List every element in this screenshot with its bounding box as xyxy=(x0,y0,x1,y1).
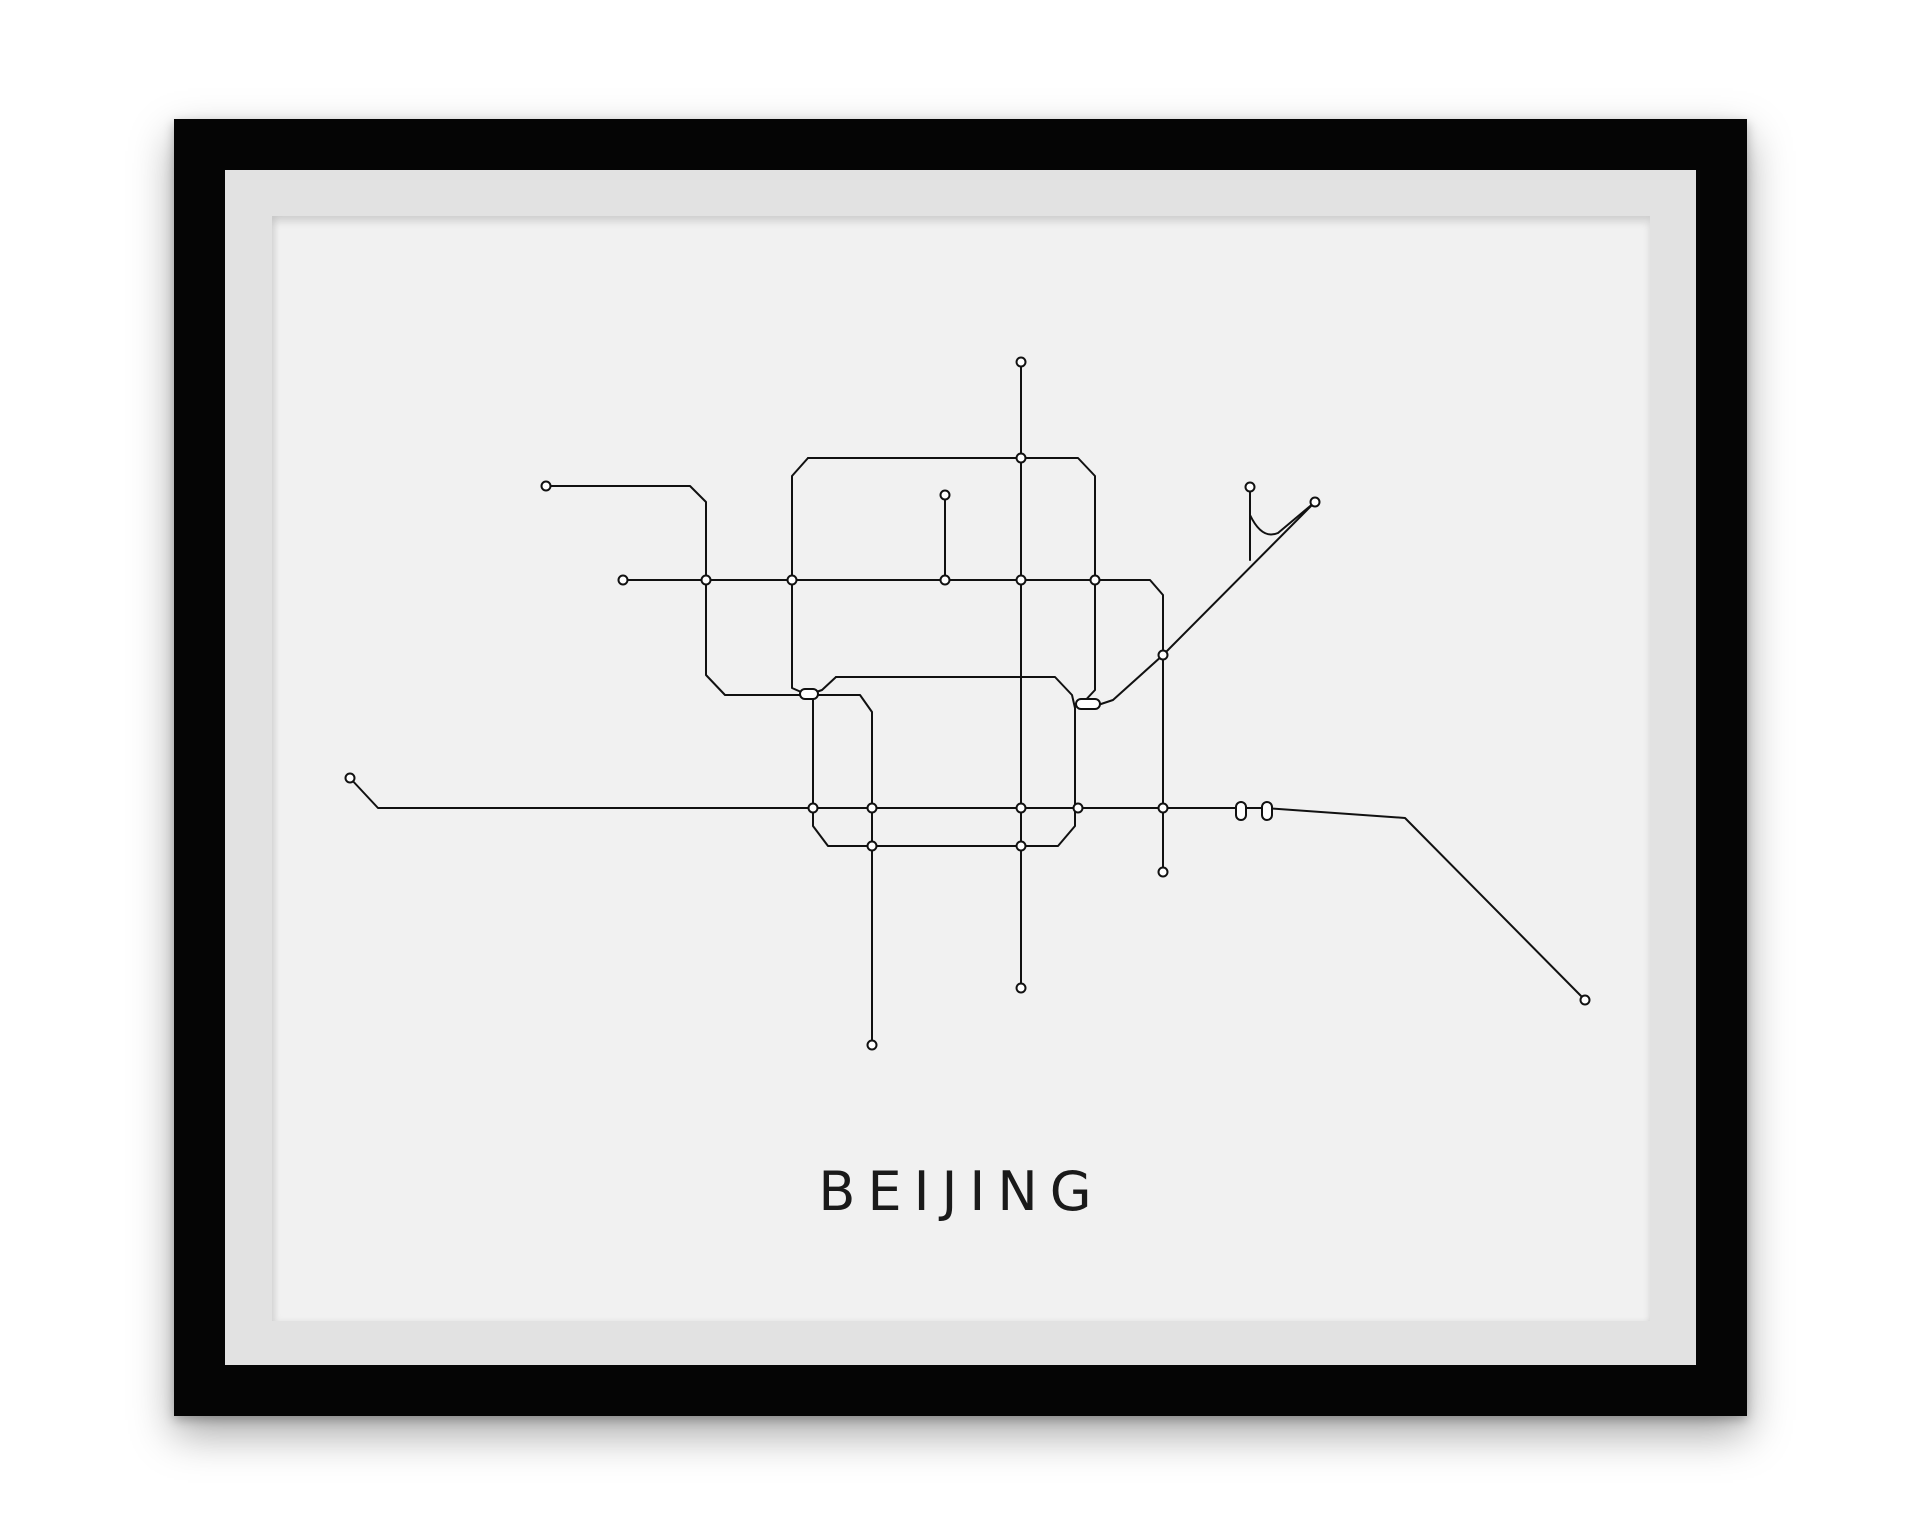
station xyxy=(617,574,629,586)
station xyxy=(1089,574,1101,586)
station xyxy=(1244,481,1256,493)
metro-line-6 xyxy=(622,579,1164,873)
station xyxy=(1015,574,1027,586)
station xyxy=(700,574,712,586)
interchange-capsule xyxy=(1261,801,1273,821)
station xyxy=(866,1039,878,1051)
map-print xyxy=(272,216,1650,1321)
metro-line-ne xyxy=(1094,501,1316,707)
station xyxy=(1015,452,1027,464)
station xyxy=(939,574,951,586)
metro-line-4 xyxy=(812,694,873,1046)
poster-title: BEIJING xyxy=(818,1160,1104,1223)
metro-line-west xyxy=(545,485,809,696)
station xyxy=(1015,982,1027,994)
station xyxy=(866,840,878,852)
interchange-capsule xyxy=(1235,801,1247,821)
station xyxy=(1015,840,1027,852)
station xyxy=(1579,994,1591,1006)
station xyxy=(866,802,878,814)
station xyxy=(1015,802,1027,814)
station xyxy=(1157,866,1169,878)
station xyxy=(1309,496,1321,508)
station xyxy=(1157,649,1169,661)
metro-line-2-lower xyxy=(812,694,1076,847)
station xyxy=(786,574,798,586)
station xyxy=(344,772,356,784)
metro-line-1 xyxy=(349,777,1586,1001)
station xyxy=(807,802,819,814)
station xyxy=(1157,802,1169,814)
interchange-capsule xyxy=(1075,698,1101,710)
interchange-capsule xyxy=(799,688,819,700)
station xyxy=(1015,356,1027,368)
station xyxy=(939,489,951,501)
station xyxy=(540,480,552,492)
metro-line-2-loop xyxy=(835,676,1076,709)
station xyxy=(1072,802,1084,814)
metro-line-10-loop xyxy=(807,457,1096,707)
metro-line-ne-branch xyxy=(1249,486,1316,536)
